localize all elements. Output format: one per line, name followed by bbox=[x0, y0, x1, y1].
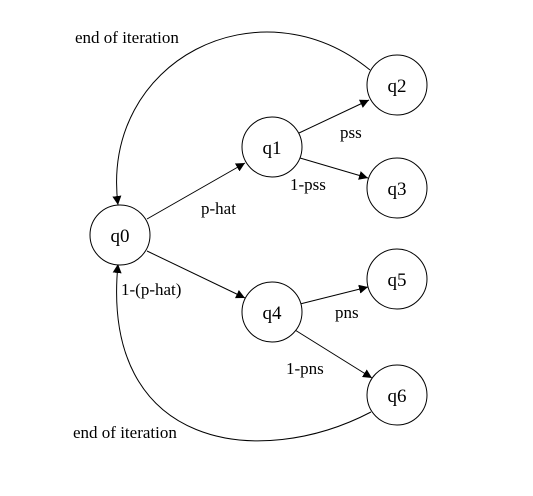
edge-label-q6-q0: end of iteration bbox=[73, 423, 177, 442]
edge-label-q1-q3: 1-pss bbox=[290, 175, 326, 194]
edge-q1-q2 bbox=[298, 99, 370, 134]
state-q5-label: q5 bbox=[388, 270, 407, 291]
edge-label-q0-q1: p-hat bbox=[201, 199, 236, 218]
edge-q0-q4 bbox=[146, 250, 246, 299]
edge-q6-q0 bbox=[112, 263, 372, 442]
state-q0-label: q0 bbox=[111, 226, 130, 247]
state-q3-label: q3 bbox=[388, 179, 407, 200]
state-q1: q1 bbox=[241, 116, 303, 178]
state-q2: q2 bbox=[366, 54, 428, 116]
state-q4: q4 bbox=[241, 281, 303, 343]
edge-q2-q0 bbox=[112, 31, 371, 206]
state-q5: q5 bbox=[366, 248, 428, 310]
edge-q4-q6 bbox=[294, 329, 373, 379]
edge-label-q0-q4: 1-(p-hat) bbox=[121, 280, 181, 299]
state-q6-label: q6 bbox=[388, 386, 407, 407]
edge-label-q4-q5: pns bbox=[335, 303, 359, 322]
edge-label-q4-q6: 1-pns bbox=[286, 359, 324, 378]
state-q0: q0 bbox=[89, 204, 151, 266]
edge-label-q1-q2: pss bbox=[340, 123, 362, 142]
edge-q4-q5 bbox=[299, 284, 369, 305]
edge-q1-q3 bbox=[299, 157, 369, 180]
state-q2-label: q2 bbox=[388, 76, 407, 97]
state-q4-label: q4 bbox=[263, 303, 283, 324]
state-q1-label: q1 bbox=[263, 138, 282, 159]
edge-q0-q1 bbox=[146, 162, 246, 220]
state-q3: q3 bbox=[366, 157, 428, 219]
state-q6: q6 bbox=[366, 364, 428, 426]
edge-label-q2-q0: end of iteration bbox=[75, 28, 179, 47]
